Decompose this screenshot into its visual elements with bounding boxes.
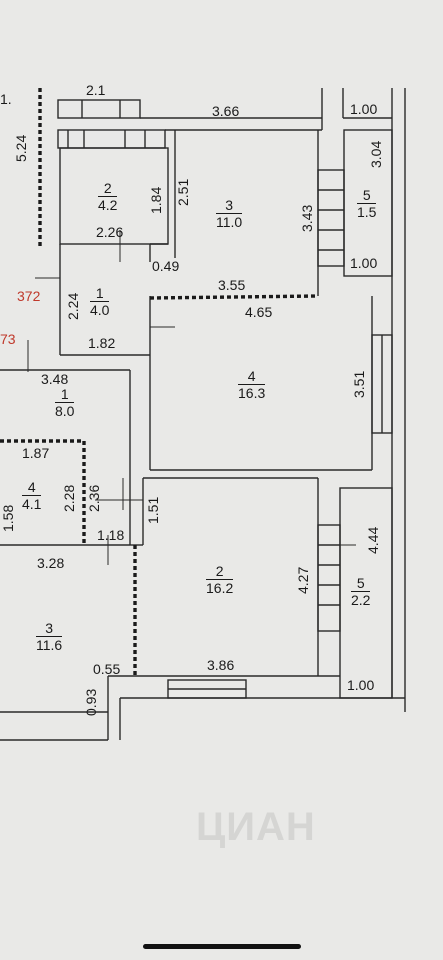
dim-bath-height: 1.84	[148, 186, 164, 214]
room-area: 11.6	[36, 637, 63, 654]
dim-room4-width: 4.65	[245, 304, 273, 320]
room-2-top-label: 2 4.2	[98, 180, 118, 214]
dim-room1-height: 2.24	[65, 292, 81, 320]
room-1-left-label: 1 8.0	[55, 386, 75, 420]
room-number: 2	[98, 180, 118, 198]
dim-room41-height-right: 2.36	[86, 484, 102, 512]
dim-top-right-width: 1.00	[350, 101, 378, 117]
bathroom-2-outline	[59, 147, 169, 245]
dim-hall-height: 1.51	[145, 496, 161, 524]
room-number: 5	[357, 187, 377, 205]
room-5-bottom-label: 5 2.2	[351, 575, 371, 609]
dim-bottom-right-width: 1.00	[347, 677, 375, 693]
dim-room41-width: 1.87	[22, 445, 50, 461]
home-indicator[interactable]	[143, 944, 301, 949]
dim-corridor-width: 3.55	[218, 277, 246, 293]
room-area: 16.2	[206, 580, 234, 597]
room-number: 1	[55, 386, 75, 404]
room-1-small-label: 1 4.0	[90, 285, 110, 319]
dashed-wall-corridor	[149, 294, 319, 300]
room-number: 2	[206, 563, 234, 581]
dim-room3-left-height: 2.51	[175, 178, 191, 206]
room-area: 2.2	[351, 592, 371, 609]
room-area: 4.2	[98, 197, 118, 214]
dim-stair-bottom-height: 4.27	[295, 566, 311, 594]
dim-room4-height: 3.51	[351, 370, 367, 398]
room-number: 4	[22, 479, 42, 497]
room-4-large-label: 4 16.3	[238, 368, 266, 402]
dim-edge-mark: 1.	[0, 91, 12, 107]
dim-top-width: 3.66	[212, 103, 240, 119]
dim-bottom-left-height: 0.93	[83, 688, 99, 716]
dim-room41-height-mid: 2.28	[61, 484, 77, 512]
room-area: 4.0	[90, 302, 110, 319]
dim-bath-width: 2.26	[96, 224, 124, 240]
dim-room2-width: 3.86	[207, 657, 235, 673]
room-area: 8.0	[55, 403, 75, 420]
dim-room41-height-left: 1.58	[0, 504, 16, 532]
dim-top-stub: 2.1	[86, 82, 106, 98]
dim-small-width: 1.18	[97, 527, 125, 543]
balcony-top	[343, 129, 393, 277]
dim-balcony-top-width: 1.00	[350, 255, 378, 271]
dim-balcony-bottom-height: 4.44	[365, 526, 381, 554]
watermark: ЦИАН	[196, 805, 316, 849]
room-3-bottom-label: 3 11.6	[36, 620, 63, 654]
room-number: 5	[351, 575, 371, 593]
room-number: 4	[238, 368, 266, 386]
dim-red-73: 73	[0, 331, 16, 347]
stair-top	[317, 169, 345, 267]
room-area: 4.1	[22, 496, 42, 513]
room-area: 1.5	[357, 204, 377, 221]
stair-bottom	[317, 524, 341, 632]
room-number: 3	[36, 620, 63, 638]
room-area: 16.3	[238, 385, 266, 402]
dim-door-gap: 0.49	[152, 258, 180, 274]
room-3-top-label: 3 11.0	[216, 197, 243, 231]
room-number: 1	[90, 285, 110, 303]
dim-stair-height: 3.43	[299, 204, 315, 232]
dim-red-372: 372	[17, 288, 41, 304]
window-top-left	[57, 99, 141, 119]
dim-room3b-width: 3.28	[37, 555, 65, 571]
dim-room8-width: 3.48	[41, 371, 69, 387]
room-2-bottom-label: 2 16.2	[206, 563, 234, 597]
dim-balcony-top-height: 3.04	[368, 140, 384, 168]
room-area: 11.0	[216, 214, 243, 231]
room-number: 3	[216, 197, 243, 215]
dim-left-wall-height: 5.24	[13, 134, 29, 162]
dim-room1-width: 1.82	[88, 335, 116, 351]
room-5-top-label: 5 1.5	[357, 187, 377, 221]
dim-notch-width: 0.55	[93, 661, 121, 677]
room-4-left-label: 4 4.1	[22, 479, 42, 513]
